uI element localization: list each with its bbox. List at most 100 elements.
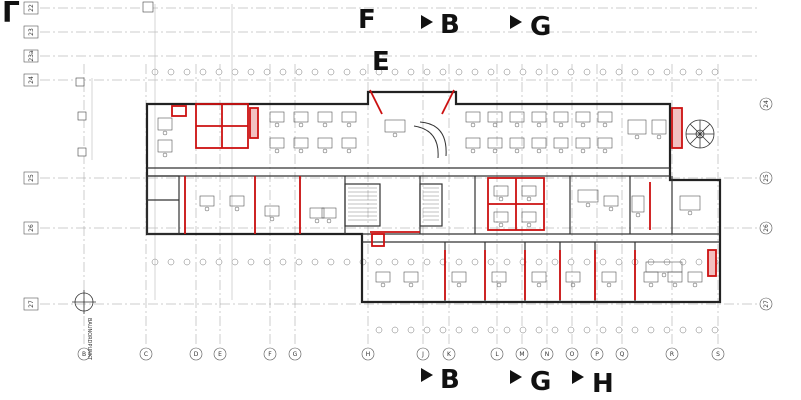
column-marker — [183, 258, 191, 266]
column-marker — [599, 258, 607, 266]
svg-text:G: G — [530, 12, 551, 42]
grid-bubble-col-F: F — [263, 347, 277, 361]
column-marker — [263, 258, 271, 266]
grid-bubble-row-right-25: 25 — [759, 171, 773, 185]
desk — [631, 195, 645, 218]
furniture — [157, 111, 703, 288]
column-marker — [407, 326, 415, 334]
desk — [293, 111, 309, 128]
grid-bubble-col-Q: Q — [615, 347, 629, 361]
column-marker — [359, 68, 367, 76]
desk — [341, 111, 357, 128]
section-marker-e: E — [372, 47, 390, 77]
grid-label: S — [716, 351, 720, 358]
column-marker — [375, 326, 383, 334]
column-marker — [615, 326, 623, 334]
grid-label: H — [366, 351, 371, 358]
column-marker — [311, 68, 319, 76]
corner-mark: Γ — [2, 0, 20, 29]
grid-label: 26 — [28, 224, 35, 232]
column-marker — [695, 68, 703, 76]
svg-text:E: E — [372, 47, 390, 77]
grid-bubble-col-R: R — [665, 347, 679, 361]
column-marker — [711, 68, 719, 76]
grid-bubble-row-26: 26 — [23, 221, 39, 235]
desk — [199, 195, 215, 212]
grid-bubble-col-J: J — [416, 347, 430, 361]
desk — [487, 111, 503, 128]
desk — [667, 271, 683, 288]
desk — [493, 185, 509, 202]
svg-text:F: F — [358, 5, 376, 35]
section-marker-b-bottom: B — [421, 365, 460, 395]
grid-label: 26 — [763, 224, 770, 232]
grid-bubble-row-right-27: 27 — [759, 297, 773, 311]
column-marker — [695, 258, 703, 266]
desk — [309, 207, 325, 224]
desk — [597, 137, 613, 154]
grid-bubble-col-N: N — [540, 347, 554, 361]
desk — [375, 271, 391, 288]
column-marker — [183, 68, 191, 76]
column-marker — [535, 326, 543, 334]
column-marker — [391, 68, 399, 76]
grid-label: 23 — [28, 28, 35, 36]
section-arrow-icon — [421, 368, 433, 382]
column-marker — [439, 68, 447, 76]
grid-label: B — [82, 351, 86, 358]
desk — [321, 207, 337, 224]
grid-bubble-row-right-26: 26 — [759, 221, 773, 235]
grid-bubble-col-D: D — [189, 347, 203, 361]
desk — [491, 271, 507, 288]
grid-label: 24 — [28, 76, 35, 84]
column-marker — [663, 326, 671, 334]
svg-text:B: B — [440, 10, 460, 40]
svg-text:H: H — [592, 369, 614, 399]
building-walls — [145, 90, 722, 304]
column-marker — [583, 258, 591, 266]
desk — [157, 117, 173, 136]
column-marker — [247, 68, 255, 76]
grid-bubble-col-L: L — [490, 347, 504, 361]
column-marker — [631, 68, 639, 76]
column-marker — [487, 68, 495, 76]
column-marker — [423, 258, 431, 266]
section-arrow-icon — [510, 370, 522, 384]
desk — [341, 137, 357, 154]
desk — [157, 139, 173, 158]
desk — [565, 271, 581, 288]
desk — [601, 271, 617, 288]
highlighted-walls — [171, 89, 717, 300]
spiral-stair — [685, 119, 715, 149]
column-marker — [567, 258, 575, 266]
desk — [403, 271, 419, 288]
column-marker — [519, 68, 527, 76]
column-marker — [343, 258, 351, 266]
desk — [645, 261, 683, 278]
column-marker — [583, 68, 591, 76]
grid-label: 23a — [28, 50, 35, 62]
column-marker — [263, 68, 271, 76]
column-marker — [375, 68, 383, 76]
drawing-boundary — [75, 1, 233, 300]
desk — [687, 271, 703, 288]
column-marker — [567, 68, 575, 76]
desk — [487, 137, 503, 154]
column-marker — [423, 326, 431, 334]
column-marker — [535, 68, 543, 76]
column-marker — [615, 68, 623, 76]
grid-bubble-col-S: S — [711, 347, 725, 361]
column-marker — [471, 68, 479, 76]
reception-desk — [413, 121, 447, 159]
grid-label: G — [293, 351, 298, 358]
section-marker-g-bottom: G — [510, 367, 551, 397]
desk — [493, 211, 509, 228]
column-marker — [375, 258, 383, 266]
grid-label: K — [447, 351, 452, 358]
desk — [465, 111, 481, 128]
survey-point-symbol — [72, 290, 96, 314]
column-marker — [519, 326, 527, 334]
grid-label: E — [218, 351, 222, 358]
